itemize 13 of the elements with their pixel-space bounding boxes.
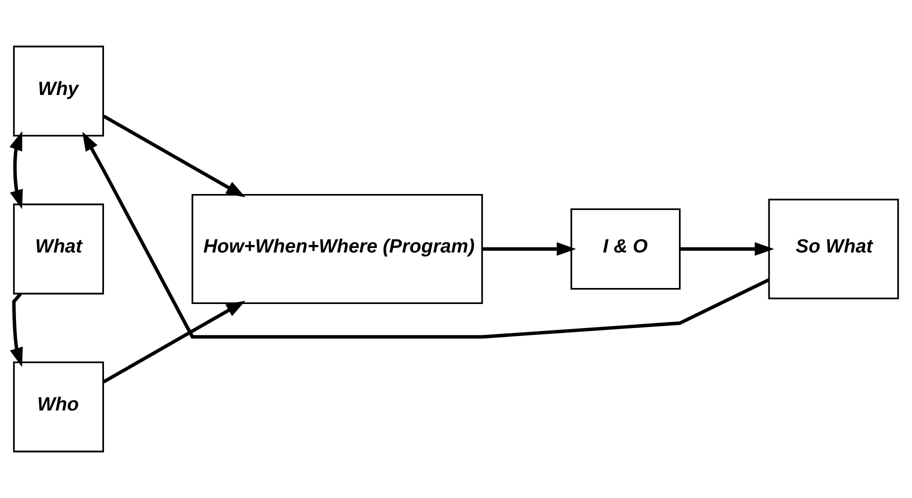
arrow xyxy=(102,114,246,198)
node-box: Who xyxy=(13,361,104,452)
node-box: So What xyxy=(768,198,899,300)
arrow xyxy=(102,300,246,384)
arrow xyxy=(9,131,23,210)
node-box: How+When+Where (Program) xyxy=(192,194,483,304)
node-box: What xyxy=(13,204,104,294)
arrow xyxy=(680,242,774,256)
node-box: Why xyxy=(13,46,104,137)
arrow xyxy=(10,292,23,367)
node-box: I & O xyxy=(570,208,681,290)
arrow xyxy=(482,242,576,256)
arrow xyxy=(82,132,770,339)
